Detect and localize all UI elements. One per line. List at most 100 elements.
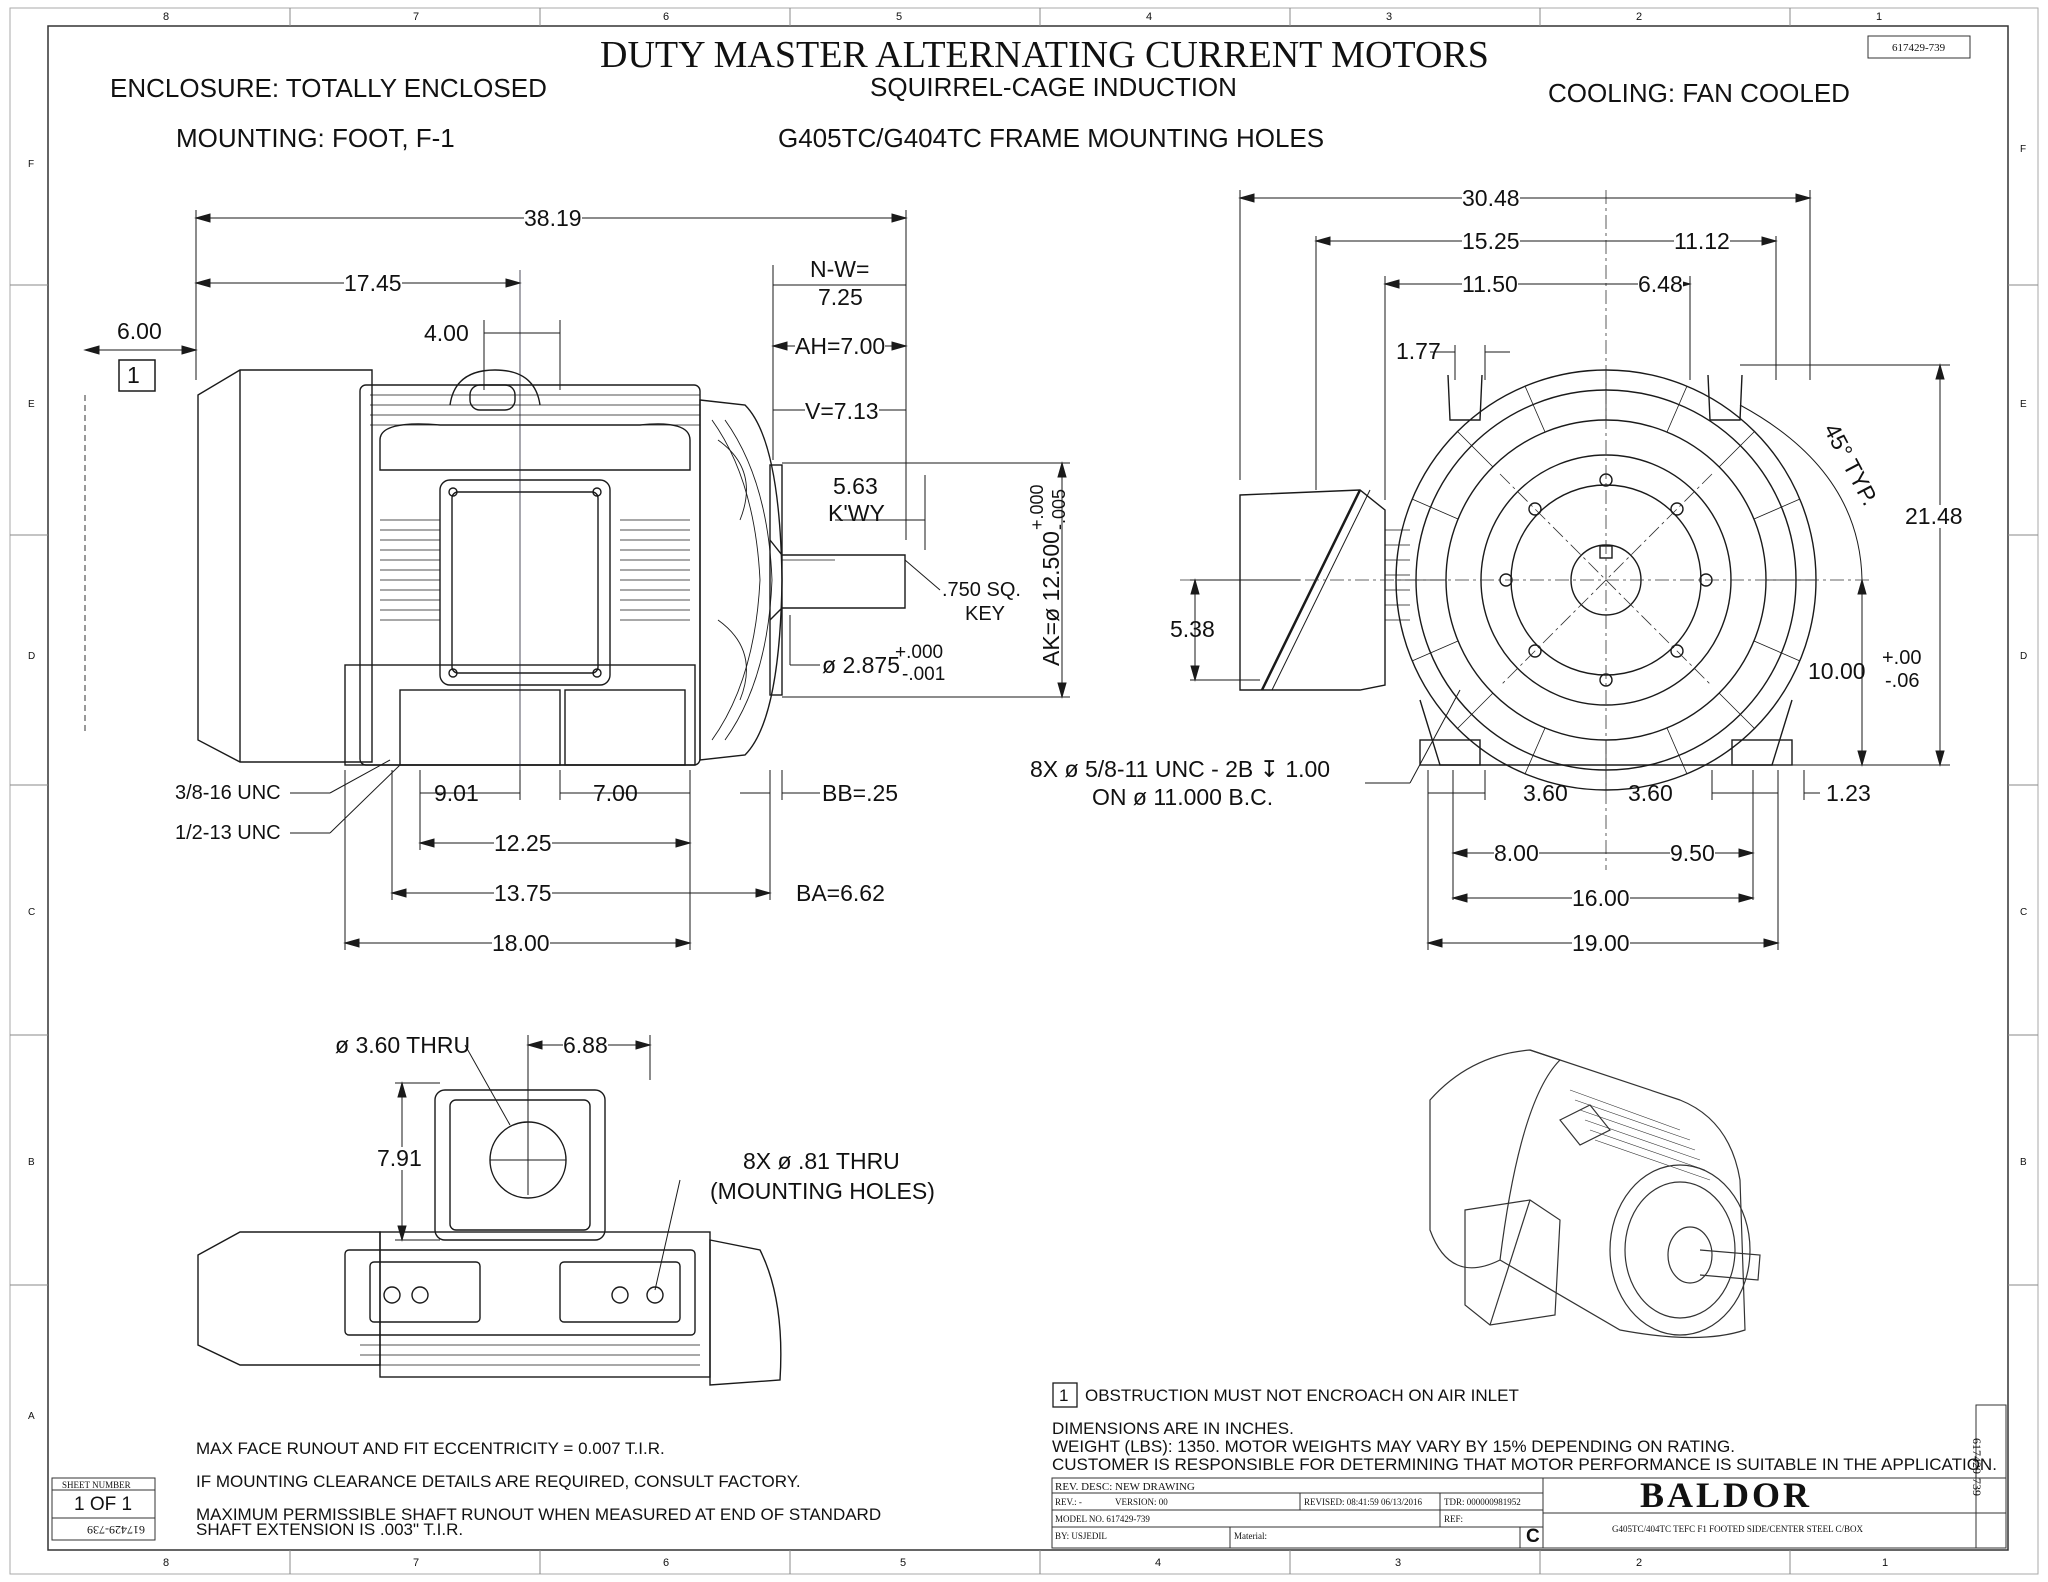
- title-block-version: VERSION: 00: [1115, 1497, 1168, 1507]
- zone-row-label: C: [2020, 907, 2028, 918]
- dim-7-91: 7.91: [377, 1145, 422, 1171]
- dim-11-12: 11.12: [1674, 228, 1730, 254]
- title-block-model: MODEL NO. 617429-739: [1055, 1514, 1150, 1524]
- zone-col-label: 7: [413, 1557, 420, 1569]
- end-conduit-box: [1239, 489, 1386, 691]
- dim-13-75: 13.75: [494, 880, 552, 906]
- sheet-border: [47, 25, 2009, 1551]
- baldor-logo: BALDOR: [1640, 1475, 1813, 1515]
- dim-nw-label: N-W=: [810, 256, 870, 282]
- title-block-size: C: [1526, 1526, 1540, 1547]
- title-block-rev: REV.: -: [1055, 1497, 1082, 1507]
- dim-key-word: KEY: [965, 603, 1006, 625]
- zone-col-label: 5: [896, 11, 903, 23]
- dim-overall-length: 38.19: [524, 205, 582, 231]
- zone-row-label: B: [28, 1157, 35, 1168]
- dim-10-00: 10.00: [1808, 658, 1866, 684]
- zone-col-label: 8: [163, 11, 170, 23]
- note-customer: CUSTOMER IS RESPONSIBLE FOR DETERMINING …: [1052, 1455, 1997, 1474]
- enclosure-label: ENCLOSURE: TOTALLY ENCLOSED: [110, 73, 547, 103]
- cooling-label: COOLING: FAN COOLED: [1548, 78, 1850, 108]
- zone-row-label: E: [2020, 399, 2027, 410]
- dim-kwy-label: K'WY: [828, 500, 885, 526]
- note-marker-side: 1: [127, 362, 140, 388]
- dim-5-38: 5.38: [1170, 616, 1215, 642]
- sheet-number-value: 1 OF 1: [74, 1494, 133, 1515]
- zone-col-label: 3: [1395, 1557, 1402, 1569]
- zone-row-label: A: [28, 1411, 35, 1422]
- zone-col-label: 1: [1876, 11, 1883, 23]
- title-block-revised: REVISED: 08:41:59 06/13/2016: [1304, 1497, 1423, 1507]
- frame-title: G405TC/G404TC FRAME MOUNTING HOLES: [778, 123, 1325, 153]
- dim-9-01: 9.01: [434, 780, 479, 806]
- zone-row-label: E: [28, 399, 35, 410]
- zone-col-label: 6: [663, 11, 670, 23]
- note-dimensions: DIMENSIONS ARE IN INCHES.: [1052, 1419, 1294, 1438]
- drawing-subtitle: SQUIRREL-CAGE INDUCTION: [870, 72, 1237, 102]
- dim-nw-value: 7.25: [818, 284, 863, 310]
- mount-holes-line1: 8X ø .81 THRU: [743, 1148, 900, 1174]
- zone-row-label: B: [2020, 1157, 2027, 1168]
- dim-9-50: 9.50: [1670, 840, 1715, 866]
- dim-3-60-thru: ø 3.60 THRU: [335, 1032, 471, 1058]
- zone-col-label: 3: [1386, 11, 1393, 23]
- drawing-number-header: 617429-739: [1892, 42, 1946, 54]
- dim-3-60-left: 3.60: [1523, 780, 1568, 806]
- dim-12-25: 12.25: [494, 830, 552, 856]
- dim-shaft-tol-minus: -.001: [902, 664, 946, 685]
- zone-col-label: 2: [1636, 1557, 1643, 1569]
- dim-v: V=7.13: [805, 398, 879, 424]
- title-block-side-number: 617429-739: [1970, 1438, 1984, 1496]
- zone-col-label: 5: [900, 1557, 907, 1569]
- dim-7-00: 7.00: [593, 780, 638, 806]
- note-runout: MAX FACE RUNOUT AND FIT ECCENTRICITY = 0…: [196, 1439, 665, 1458]
- top-conduit-box: [434, 1089, 606, 1241]
- dim-8-00: 8.00: [1494, 840, 1539, 866]
- dim-shaft-dia: ø 2.875: [822, 652, 900, 678]
- mount-holes-line2: (MOUNTING HOLES): [710, 1178, 935, 1204]
- dim-6-88: 6.88: [563, 1032, 608, 1058]
- dim-21-48: 21.48: [1905, 503, 1963, 529]
- title-block-tdr: TDR: 000000981952: [1444, 1497, 1521, 1507]
- zone-row-label: C: [28, 907, 36, 918]
- zone-col-label: 4: [1155, 1557, 1162, 1569]
- drawing-title: DUTY MASTER ALTERNATING CURRENT MOTORS: [600, 34, 1489, 76]
- top-dimensions: [395, 1035, 681, 1291]
- dim-10-tol-plus: +.00: [1882, 647, 1922, 669]
- dim-kwy-value: 5.63: [833, 473, 878, 499]
- zone-row-label: D: [28, 651, 36, 662]
- zone-col-label: 8: [163, 1557, 170, 1569]
- note-obstruction: OBSTRUCTION MUST NOT ENCROACH ON AIR INL…: [1085, 1386, 1519, 1405]
- top-view: [197, 1089, 782, 1386]
- note-marker-text: 1: [1059, 1386, 1069, 1405]
- dim-17-45: 17.45: [344, 270, 402, 296]
- dim-bb: BB=.25: [822, 780, 899, 806]
- note-marker-box-side: [118, 359, 156, 392]
- outer-frame: [9, 7, 2039, 1575]
- mounting-hole-spec: 8X ø 5/8-11 UNC - 2B ↧ 1.00: [1030, 756, 1331, 782]
- dim-3-60-right: 3.60: [1628, 780, 1673, 806]
- zone-col-label: 1: [1882, 1557, 1889, 1569]
- bolt-circle-spec: ON ø 11.000 B.C.: [1092, 784, 1274, 810]
- dim-19-00: 19.00: [1572, 930, 1630, 956]
- dim-1-23: 1.23: [1826, 780, 1871, 806]
- dim-ah: AH=7.00: [795, 333, 886, 359]
- mounting-label: MOUNTING: FOOT, F-1: [176, 123, 455, 153]
- dim-11-50: 11.50: [1462, 271, 1518, 297]
- sheet-number-label: SHEET NUMBER: [62, 1480, 131, 1490]
- dim-6-00: 6.00: [117, 318, 162, 344]
- title-block-description: G405TC/404TC TEFC F1 FOOTED SIDE/CENTER …: [1612, 1524, 1864, 1534]
- end-view: [1239, 369, 1817, 791]
- sheet-number-flipped: 617429-739: [87, 1523, 145, 1537]
- iso-view: [1429, 1049, 1761, 1339]
- title-block-material: Material:: [1234, 1531, 1267, 1541]
- zone-row-label: D: [2020, 651, 2028, 662]
- note-clearance: IF MOUNTING CLEARANCE DETAILS ARE REQUIR…: [196, 1472, 801, 1491]
- dim-16-00: 16.00: [1572, 885, 1630, 911]
- note-shaft-runout-1: MAXIMUM PERMISSIBLE SHAFT RUNOUT WHEN ME…: [196, 1505, 882, 1524]
- tap-3-8-unc: 3/8-16 UNC: [175, 782, 281, 804]
- end-dimensions: [1190, 190, 1950, 950]
- dim-15-25: 15.25: [1462, 228, 1520, 254]
- side-motor-body: [359, 384, 701, 766]
